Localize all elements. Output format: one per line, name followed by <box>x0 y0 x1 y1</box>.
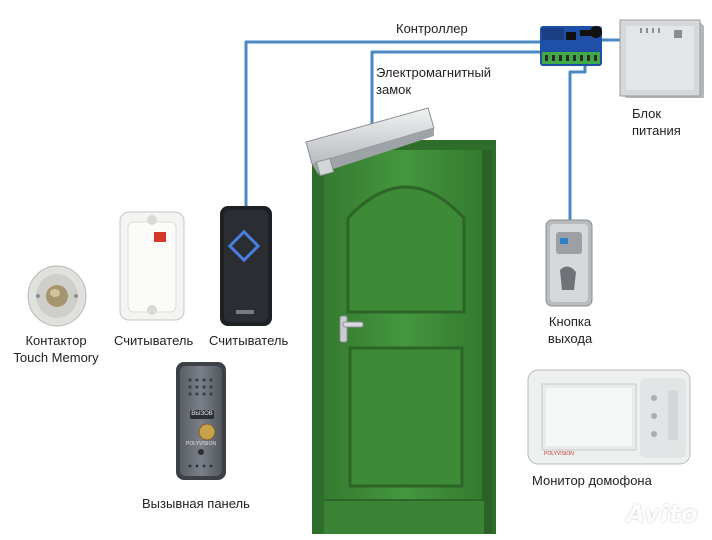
black-reader-label: Считыватель <box>209 333 289 348</box>
exit-button-label: Кнопка выхода <box>530 313 610 347</box>
contactor-icon <box>27 265 87 327</box>
maglock-icon <box>305 107 435 177</box>
controller-label: Контроллер <box>396 21 468 36</box>
avito-watermark: Avito <box>626 500 698 528</box>
exit-button-label-line1: Кнопка <box>548 314 592 329</box>
contactor-label-line2: Touch Memory <box>13 350 99 365</box>
white-reader-label: Считыватель <box>114 333 194 348</box>
door-handle <box>339 315 364 343</box>
power-supply-label-line1: Блок <box>632 106 662 121</box>
intercom-monitor-icon <box>527 369 691 465</box>
contactor-label: Контактор Touch Memory <box>0 332 112 366</box>
monitor-label: Монитор домофона <box>532 473 652 488</box>
monitor-brand-text: POLYVISION <box>544 451 574 457</box>
call-panel-icon <box>176 362 226 480</box>
white-reader-icon <box>119 211 185 321</box>
controller-board-icon <box>540 26 602 66</box>
power-supply-label-line2: питания <box>632 123 681 138</box>
door <box>312 140 496 534</box>
wiring <box>244 38 620 222</box>
power-supply-label: Блок питания <box>632 105 681 139</box>
maglock-label-line1: Электромагнитный <box>376 65 492 80</box>
black-reader-icon <box>220 206 272 326</box>
wire-lock-to-controller <box>370 50 540 130</box>
call-panel-label: Вызывная панель <box>142 496 250 511</box>
contactor-label-line1: Контактор <box>25 333 87 348</box>
panel-badge-text: ВЫЗОВ <box>191 411 213 417</box>
maglock-label: Электромагнитный замок <box>376 64 491 98</box>
maglock-label-line2: замок <box>376 82 412 97</box>
wire-exit-to-controller <box>568 64 587 222</box>
wire-reader-to-controller <box>244 40 540 206</box>
power-supply-icon <box>619 19 704 98</box>
panel-brand-text: POLYVISION <box>186 441 216 447</box>
exit-button-icon <box>545 219 593 307</box>
exit-button-label-line2: выхода <box>547 331 593 346</box>
